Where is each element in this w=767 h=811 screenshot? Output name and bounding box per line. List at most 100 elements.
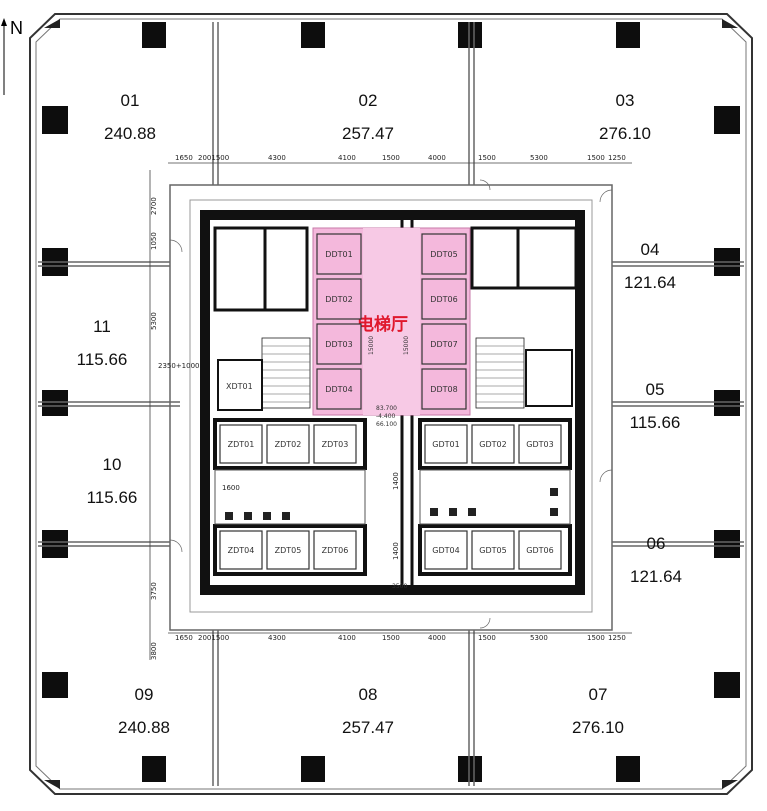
lift-label: DDT07 [430, 340, 457, 349]
svg-text:1650: 1650 [175, 154, 193, 162]
unit-area: 115.66 [87, 488, 138, 507]
unit-number: 05 [646, 380, 665, 399]
svg-text:1500: 1500 [478, 154, 496, 162]
svg-text:5300: 5300 [530, 634, 548, 642]
svg-text:66.100: 66.100 [376, 421, 397, 428]
unit-area: 276.10 [572, 718, 624, 737]
svg-text:15000: 15000 [368, 336, 375, 355]
svg-text:2001500: 2001500 [198, 634, 229, 642]
svg-text:-4.400: -4.400 [376, 413, 396, 420]
unit-area: 257.47 [342, 124, 394, 143]
svg-text:4300: 4300 [268, 634, 286, 642]
lift-gdt01: GDT01 [424, 424, 468, 464]
svg-text:4000: 4000 [428, 154, 446, 162]
unit-05: 05 115.66 [630, 380, 681, 432]
lift-label: ZDT02 [275, 440, 302, 449]
north-arrow: N [1, 18, 23, 95]
lift-ddt02: DDT02 [316, 278, 362, 320]
unit-number: 07 [589, 685, 608, 704]
unit-04: 04 121.64 [624, 240, 676, 292]
unit-08: 08 257.47 [342, 685, 394, 737]
unit-number: 10 [103, 455, 122, 474]
unit-area: 240.88 [104, 124, 156, 143]
unit-area: 276.10 [599, 124, 651, 143]
stair-treads [262, 345, 524, 403]
unit-area: 115.66 [630, 413, 681, 432]
lift-ddt08: DDT08 [421, 368, 467, 410]
svg-text:1500: 1500 [478, 634, 496, 642]
lift-label: DDT03 [325, 340, 352, 349]
unit-02: 02 257.47 [342, 91, 394, 143]
unit-number: 04 [641, 240, 660, 259]
lift-gdt02: GDT02 [471, 424, 515, 464]
partition-walls [38, 22, 744, 786]
unit-number: 02 [359, 91, 378, 110]
lift-label: ZDT03 [322, 440, 349, 449]
bottom-dimension-line: 1650 2001500 4300 4100 1500 4000 1500 53… [168, 632, 632, 642]
unit-10: 10 115.66 [87, 455, 138, 507]
unit-area: 121.64 [624, 273, 676, 292]
svg-text:1500: 1500 [587, 634, 605, 642]
lift-label: ZDT06 [322, 546, 349, 555]
door-swings [169, 179, 613, 629]
svg-text:2350+1000: 2350+1000 [158, 362, 200, 370]
svg-text:4300: 4300 [268, 154, 286, 162]
unit-number: 06 [647, 534, 666, 553]
unit-area: 257.47 [342, 718, 394, 737]
unit-11: 11 115.66 [77, 317, 128, 369]
lift-label: DDT06 [430, 295, 457, 304]
lift-zdt06: ZDT06 [313, 530, 357, 570]
lift-zdt05: ZDT05 [266, 530, 310, 570]
svg-text:1500: 1500 [382, 634, 400, 642]
unit-07: 07 276.10 [572, 685, 624, 737]
svg-text:1250: 1250 [608, 634, 626, 642]
unit-number: 11 [93, 317, 111, 336]
lift-zdt03: ZDT03 [313, 424, 357, 464]
lift-ddt03: DDT03 [316, 323, 362, 365]
svg-text:2700: 2700 [150, 197, 158, 215]
lift-label: GDT01 [432, 440, 459, 449]
top-dimension-line: 1650 2001500 4300 4100 1500 4000 1500 53… [168, 154, 632, 164]
lift-label: DDT08 [430, 385, 457, 394]
svg-text:3800: 3800 [150, 642, 158, 660]
left-dimension-line: 2700 1050 5300 2350+1000 3750 3800 [149, 170, 200, 660]
svg-text:1250: 1250 [608, 154, 626, 162]
unit-number: 09 [135, 685, 154, 704]
lift-zdt02: ZDT02 [266, 424, 310, 464]
svg-text:83.700: 83.700 [376, 405, 397, 412]
svg-text:5300: 5300 [530, 154, 548, 162]
building-envelope [29, 13, 753, 795]
unit-area: 115.66 [77, 350, 128, 369]
lift-label: GDT06 [526, 546, 553, 555]
svg-text:3500: 3500 [392, 583, 407, 590]
svg-text:1600: 1600 [222, 484, 240, 492]
lift-gdt05: GDT05 [471, 530, 515, 570]
lift-ddt06: DDT06 [421, 278, 467, 320]
lift-label: ZDT05 [275, 546, 302, 555]
svg-text:1500: 1500 [382, 154, 400, 162]
unit-number: 08 [359, 685, 378, 704]
svg-text:3750: 3750 [150, 582, 158, 600]
service-lift-label: XDT01 [226, 382, 253, 391]
unit-area: 121.64 [630, 567, 682, 586]
lift-ddt05: DDT05 [421, 233, 467, 275]
svg-text:1400: 1400 [392, 472, 400, 490]
lift-label: ZDT01 [228, 440, 255, 449]
svg-text:1050: 1050 [150, 232, 158, 250]
svg-text:2001500: 2001500 [198, 154, 229, 162]
lift-gdt04: GDT04 [424, 530, 468, 570]
north-label: N [10, 18, 23, 38]
svg-text:4100: 4100 [338, 634, 356, 642]
lift-gdt06: GDT06 [518, 530, 562, 570]
lift-label: DDT04 [325, 385, 352, 394]
toilet-fixtures [225, 488, 558, 520]
lift-label: GDT05 [479, 546, 506, 555]
unit-06: 06 121.64 [630, 534, 682, 586]
lift-label: ZDT04 [228, 546, 255, 555]
lift-ddt01: DDT01 [316, 233, 362, 275]
